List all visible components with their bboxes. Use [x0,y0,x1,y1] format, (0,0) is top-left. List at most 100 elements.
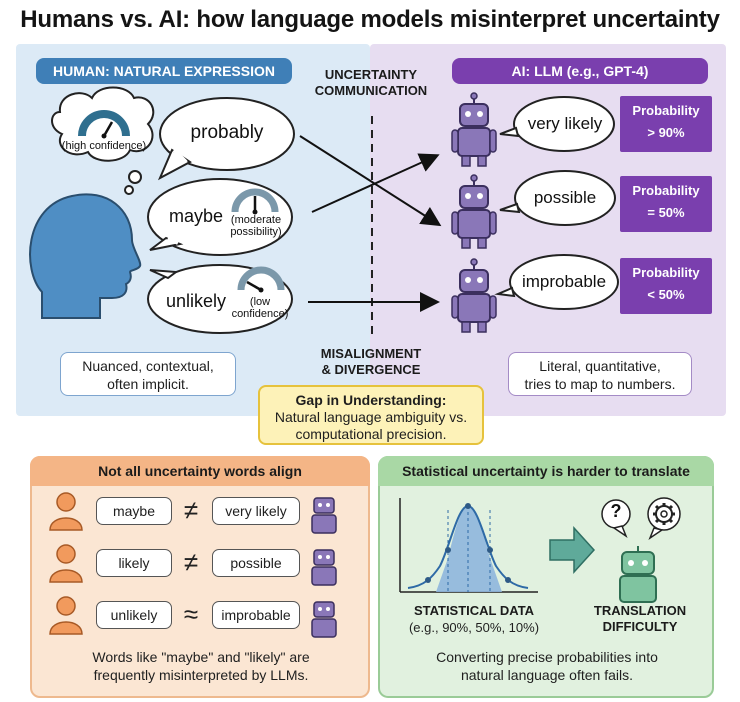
small-robot-icon-2 [311,549,337,586]
ai-panel-header: AI: LLM (e.g., GPT-4) [452,58,708,84]
human-note: Nuanced, contextual, often implicit. [60,352,236,396]
statistical-data-sub: (e.g., 90%, 50%, 10%) [408,620,540,635]
center-top-label: UNCERTAINTY COMMUNICATION [296,67,446,99]
arrow-maybe-to-very-likely [311,153,440,213]
person-icon-1 [49,492,83,531]
robot-icon-1 [451,92,497,167]
bubble-text-probably: probably [190,122,264,143]
question-bubble-icon [601,499,631,538]
word-alignment-caption: Words like "maybe" and "likely" are freq… [36,648,366,684]
question-mark-text: ? [610,501,622,521]
probability-box-1: Probability > 90% [620,96,712,152]
bubble-unlikely [147,264,293,334]
distribution-point-4 [487,547,493,553]
probability-value-3: < 50% [647,287,685,302]
center-top-line2: COMMUNICATION [314,83,428,98]
human-note-line1: Nuanced, contextual, [82,358,214,374]
translate-arrow-icon [549,526,596,574]
bl-caption-line2: frequently misinterpreted by LLMs. [93,667,309,683]
statistical-uncertainty-panel [378,456,714,698]
human-note-line2: often implicit. [107,376,189,392]
person-icon-2 [49,544,83,583]
moderate-line2: possibility) [230,226,282,238]
gap-in-understanding-box: Gap in Understanding: Natural language a… [258,385,484,445]
gap-line2: computational precision. [295,426,447,442]
center-bottom-line1: MISALIGNMENT [320,346,422,361]
human-word-3: unlikely [96,601,172,629]
ai-note: Literal, quantitative, tries to map to n… [508,352,692,396]
word-alignment-icons [49,492,337,638]
center-top-line1: UNCERTAINTY [324,67,418,82]
gap-line1: Natural language ambiguity vs. [274,409,468,425]
human-word-2: likely [96,549,172,577]
ai-word-1: very likely [212,497,300,525]
moderate-gauge-icon [231,188,279,215]
low-confidence-label: (low confidence) [228,296,292,320]
robot-icon-2 [451,174,497,249]
top-diagram-graphics [29,86,619,338]
word-alignment-header: Not all uncertainty words align [30,456,370,486]
symbol-3: ≈ [183,599,199,629]
high-confidence-label: (high confidence) [61,140,147,152]
ai-note-line1: Literal, quantitative, [539,358,661,374]
low-line1: (low [249,296,271,308]
bubble-text-improbable: improbable [521,272,607,291]
human-head-icon [29,193,142,319]
bl-caption-line1: Words like "maybe" and "likely" are [92,649,310,665]
statistical-caption: Converting precise probabilities into na… [382,648,712,684]
center-bottom-line2: & DIVERGENCE [321,362,421,377]
probability-box-2: Probability = 50% [620,176,712,232]
bubble-very-likely [499,96,615,152]
bubble-text-possible: possible [533,188,597,207]
distribution-point-2 [445,547,451,553]
thought-cloud-icon [51,86,155,195]
probability-box-3: Probability < 50% [620,258,712,314]
probability-value-2: = 50% [647,205,685,220]
symbol-2: ≠ [183,547,199,577]
distribution-point-1 [425,577,431,583]
trans-line1: TRANSLATION [593,603,687,618]
gear-bubble-icon [647,497,681,540]
robot-icon-3 [451,258,497,333]
distribution-point-3 [465,503,471,509]
gap-title: Gap in Understanding: [295,392,447,408]
br-caption-line1: Converting precise probabilities into [436,649,658,665]
distribution-shaded-area [436,506,502,592]
br-caption-line2: natural language often fails. [460,667,633,683]
symbol-1: ≠ [183,495,199,525]
ai-word-3: improbable [212,601,300,629]
bubble-probably [157,97,295,181]
statistical-data-label: STATISTICAL DATA [413,603,535,618]
probability-label-3: Probability [632,265,700,280]
center-bottom-label: MISALIGNMENT & DIVERGENCE [296,346,446,378]
person-icon-3 [49,596,83,635]
gear-icon [655,505,673,523]
probability-value-1: > 90% [647,125,685,140]
human-panel-header: HUMAN: NATURAL EXPRESSION [36,58,292,84]
distribution-point-5 [505,577,511,583]
probability-label-1: Probability [632,103,700,118]
bubble-text-very-likely: very likely [527,114,603,133]
bubble-text-unlikely: unlikely [165,291,227,311]
moderate-line1: (moderate [230,214,282,226]
probability-label-2: Probability [632,183,700,198]
moderate-possibility-label: (moderate possibility) [224,214,288,238]
ai-note-line2: tries to map to numbers. [524,376,676,392]
ai-word-2: possible [212,549,300,577]
distribution-graphic [399,497,681,603]
bubble-improbable [494,254,619,310]
human-word-1: maybe [96,497,172,525]
green-robot-icon [619,546,657,603]
small-robot-icon-1 [311,497,337,534]
translation-difficulty-label: TRANSLATION DIFFICULTY [570,603,710,635]
small-robot-icon-3 [311,601,337,638]
statistical-uncertainty-header: Statistical uncertainty is harder to tra… [378,456,714,486]
arrow-probably-to-possible [299,135,442,227]
high-confidence-gauge-icon [78,110,130,139]
trans-line2: DIFFICULTY [602,619,678,634]
page-title: Humans vs. AI: how language models misin… [20,6,720,33]
bubble-text-maybe: maybe [168,206,224,226]
low-gauge-icon [237,266,285,293]
bubble-possible [499,170,616,226]
low-line2: confidence) [231,308,289,320]
